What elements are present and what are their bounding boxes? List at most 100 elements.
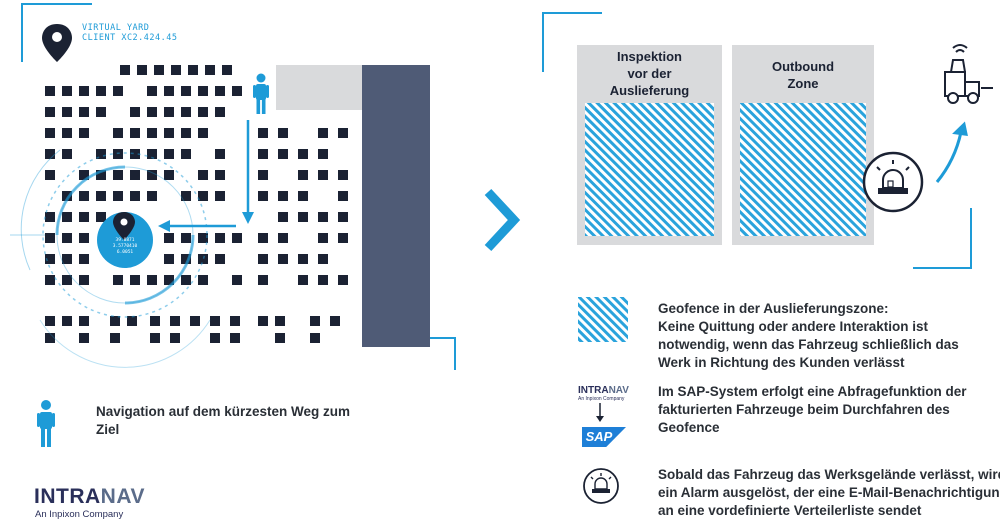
parking-slot bbox=[170, 316, 180, 326]
parking-slot bbox=[215, 254, 225, 264]
parking-slot bbox=[275, 316, 285, 326]
parking-slot bbox=[258, 170, 268, 180]
parking-slot bbox=[113, 275, 123, 285]
parking-slot bbox=[298, 275, 308, 285]
parking-slot bbox=[188, 65, 198, 75]
parking-slot bbox=[338, 170, 348, 180]
parking-slot bbox=[96, 170, 106, 180]
parking-slot bbox=[79, 316, 89, 326]
parking-slot bbox=[258, 254, 268, 264]
parking-slot bbox=[181, 149, 191, 159]
intranav-small-logo: INTRANAV bbox=[578, 385, 629, 396]
legend-geofence-line-4: Werk in Richtung des Kunden verlässt bbox=[658, 355, 905, 370]
parking-slot bbox=[164, 254, 174, 264]
parking-slot bbox=[258, 149, 268, 159]
parking-slot bbox=[170, 333, 180, 343]
virtual-yard-title: VIRTUAL YARD bbox=[82, 23, 150, 33]
zone-inspection-label: Inspektion vor der Auslieferung bbox=[577, 48, 722, 99]
parking-slot bbox=[232, 233, 242, 243]
legend-geofence-text: Geofence in der Auslieferungszone: Keine… bbox=[658, 300, 998, 372]
parking-slot bbox=[198, 128, 208, 138]
parking-slot bbox=[318, 212, 328, 222]
parking-slot bbox=[318, 128, 328, 138]
parking-slot bbox=[215, 149, 225, 159]
parking-slot bbox=[198, 254, 208, 264]
legend-sap-text: Im SAP-System erfolgt eine Abfragefunkti… bbox=[658, 383, 998, 437]
parking-slot bbox=[164, 233, 174, 243]
parking-slot bbox=[198, 275, 208, 285]
zone-inspection-line-2: vor der bbox=[627, 66, 672, 81]
intranav-logo: INTRANAV bbox=[34, 486, 145, 508]
parking-slot bbox=[181, 128, 191, 138]
parking-slot bbox=[205, 65, 215, 75]
chevron-right-icon bbox=[484, 188, 521, 252]
parking-slot bbox=[232, 86, 242, 96]
parking-slot bbox=[164, 170, 174, 180]
corner-bracket-diagram-top-left bbox=[542, 12, 602, 72]
parking-slot bbox=[96, 107, 106, 117]
legend-geofence-line-1: Geofence in der Auslieferungszone: bbox=[658, 301, 889, 316]
person-icon-legend bbox=[37, 400, 55, 447]
parking-slot bbox=[198, 107, 208, 117]
parking-slot bbox=[298, 254, 308, 264]
parking-slot bbox=[79, 254, 89, 264]
parking-slot bbox=[96, 191, 106, 201]
parking-slot bbox=[79, 86, 89, 96]
parking-slot bbox=[96, 86, 106, 96]
parking-slot bbox=[130, 128, 140, 138]
zone-outbound-geofence bbox=[740, 103, 866, 236]
parking-slot bbox=[147, 86, 157, 96]
parking-slot bbox=[62, 233, 72, 243]
marker-coordinates: 39.0871 3.5770410 6.0051 bbox=[108, 238, 142, 256]
parking-slot bbox=[147, 149, 157, 159]
parking-slot bbox=[258, 128, 268, 138]
forklift-icon bbox=[944, 44, 993, 104]
parking-slot bbox=[318, 254, 328, 264]
parking-slot bbox=[147, 128, 157, 138]
legend-navigation-line-2: Ziel bbox=[96, 422, 120, 437]
parking-slot bbox=[278, 254, 288, 264]
parking-slot bbox=[45, 128, 55, 138]
parking-slot bbox=[278, 149, 288, 159]
parking-slot bbox=[278, 233, 288, 243]
parking-slot bbox=[298, 191, 308, 201]
parking-slot bbox=[45, 333, 55, 343]
parking-slot bbox=[330, 316, 340, 326]
parking-slot bbox=[45, 170, 55, 180]
map-pin-icon bbox=[42, 24, 72, 62]
parking-slot bbox=[147, 275, 157, 285]
parking-slot bbox=[310, 333, 320, 343]
parking-slot bbox=[164, 107, 174, 117]
exit-curve-arrow bbox=[935, 121, 968, 183]
parking-slot bbox=[147, 191, 157, 201]
parking-slot bbox=[181, 233, 191, 243]
parking-slot bbox=[181, 275, 191, 285]
parking-slot bbox=[230, 316, 240, 326]
parking-slot bbox=[79, 275, 89, 285]
parking-slot bbox=[232, 275, 242, 285]
parking-slot bbox=[120, 65, 130, 75]
parking-slot bbox=[79, 333, 89, 343]
parking-slot bbox=[278, 191, 288, 201]
parking-slot bbox=[318, 170, 328, 180]
parking-slot bbox=[164, 275, 174, 285]
small-logo-nav: NAV bbox=[608, 385, 629, 396]
legend-alarm-line-2: ein Alarm ausgelöst, der eine E-Mail-Ben… bbox=[658, 485, 1000, 500]
parking-slot bbox=[198, 233, 208, 243]
parking-slot bbox=[45, 149, 55, 159]
parking-slot bbox=[318, 233, 328, 243]
parking-slot bbox=[258, 275, 268, 285]
parking-slot bbox=[338, 233, 348, 243]
parking-slot bbox=[258, 316, 268, 326]
corner-bracket-diagram-bottom-right bbox=[913, 208, 972, 269]
parking-slot bbox=[62, 275, 72, 285]
alarm-icon bbox=[862, 151, 924, 213]
person-icon-map bbox=[253, 73, 269, 114]
route-arrow-down bbox=[242, 120, 254, 224]
parking-slot bbox=[171, 65, 181, 75]
parking-slot bbox=[110, 316, 120, 326]
map-grey-block bbox=[276, 65, 362, 110]
parking-slot bbox=[79, 128, 89, 138]
parking-slot bbox=[310, 316, 320, 326]
